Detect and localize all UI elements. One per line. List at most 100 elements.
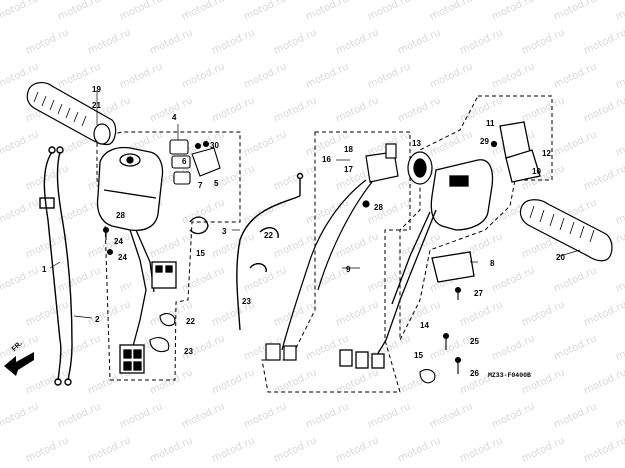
watermark-text: motod.ru	[304, 265, 350, 294]
watermark-text: motod.ru	[614, 333, 625, 362]
screws	[102, 226, 462, 384]
callout-4: 4	[172, 113, 177, 122]
callout-19: 19	[92, 85, 101, 94]
watermark-text: motod.ru	[0, 197, 40, 226]
watermark-text: motod.ru	[304, 61, 350, 90]
watermark-text: motod.ru	[304, 401, 350, 430]
callout-23a: 23	[242, 297, 251, 306]
watermark-text: motod.ru	[520, 95, 566, 124]
watermark-text: motod.ru	[458, 95, 504, 124]
watermark-text: motod.ru	[24, 435, 70, 464]
callout-3: 3	[222, 227, 227, 236]
callout-28b: 28	[116, 211, 125, 220]
watermark-text: motod.ru	[614, 265, 625, 294]
watermark-text: motod.ru	[242, 61, 288, 90]
watermark-text: motod.ru	[180, 61, 226, 90]
watermark-text: motod.ru	[428, 401, 474, 430]
callout-25: 25	[470, 337, 479, 346]
watermark-text: motod.ru	[180, 0, 226, 23]
watermark-text: motod.ru	[552, 401, 598, 430]
watermark-text: motod.ru	[428, 61, 474, 90]
watermark-text: motod.ru	[458, 435, 504, 464]
watermark-text: motod.ru	[210, 367, 256, 396]
watermark-text: motod.ru	[86, 435, 132, 464]
watermark-text: motod.ru	[428, 129, 474, 158]
watermark-text: motod.ru	[24, 163, 70, 192]
watermark-text: motod.ru	[86, 27, 132, 56]
callout-24b: 24	[118, 253, 127, 262]
cable-1	[39, 146, 73, 386]
watermark-text: motod.ru	[242, 197, 288, 226]
watermark-text: motod.ru	[242, 0, 288, 23]
watermark-text: motod.ru	[428, 333, 474, 362]
watermark-text: motod.ru	[56, 0, 102, 23]
watermark-text: motod.ru	[242, 401, 288, 430]
callout-18: 18	[344, 145, 353, 154]
watermark-text: motod.ru	[552, 61, 598, 90]
watermark-text: motod.ru	[366, 265, 412, 294]
watermark-text: motod.ru	[396, 435, 442, 464]
watermark-text: motod.ru	[396, 95, 442, 124]
callout-27: 27	[474, 289, 483, 298]
callout-22b: 22	[186, 317, 195, 326]
watermark-text: motod.ru	[552, 0, 598, 23]
watermark-text: motod.ru	[148, 435, 194, 464]
callout-10: 10	[532, 167, 541, 176]
watermark-text: motod.ru	[148, 367, 194, 396]
watermark-text: motod.ru	[552, 333, 598, 362]
callout-13: 13	[412, 139, 421, 148]
callout-6: 6	[182, 157, 187, 166]
watermark-text: motod.ru	[614, 61, 625, 90]
watermark-text: motod.ru	[396, 27, 442, 56]
callout-labels: 1 2 3 4 5 6 7 8 9 10 11 12 13 14 15 15 1…	[42, 85, 565, 378]
watermark-text: motod.ru	[334, 435, 380, 464]
watermark-text: motod.ru	[582, 367, 625, 396]
callout-28a: 28	[374, 203, 383, 212]
watermark-text: motod.ru	[366, 197, 412, 226]
watermark-text: motod.ru	[334, 95, 380, 124]
watermark-text: motod.ru	[0, 265, 40, 294]
watermark-text: motod.ru	[210, 231, 256, 260]
watermark-text: motod.ru	[396, 367, 442, 396]
callout-9: 9	[346, 265, 351, 274]
watermark-text: motod.ru	[334, 231, 380, 260]
center-harness	[265, 143, 433, 361]
watermark-text: motod.ru	[86, 299, 132, 328]
watermark-text: motod.ru	[272, 163, 318, 192]
watermark-text: motod.ru	[118, 401, 164, 430]
watermark-text: motod.ru	[24, 367, 70, 396]
watermark-text: motod.ru	[242, 265, 288, 294]
watermark-text: motod.ru	[490, 0, 536, 23]
watermark-text: motod.ru	[148, 231, 194, 260]
watermark-text: motod.ru	[180, 401, 226, 430]
callout-20: 20	[556, 253, 565, 262]
callout-15a: 15	[196, 249, 205, 258]
callout-21: 21	[92, 101, 101, 110]
left-grip	[26, 82, 117, 146]
watermark-text: motod.ru	[304, 0, 350, 23]
watermark-text: motod.ru	[428, 0, 474, 23]
watermark-text: motod.ru	[520, 27, 566, 56]
watermark-text: motod.ru	[210, 95, 256, 124]
right-grip	[519, 199, 613, 262]
watermark-text: motod.ru	[614, 129, 625, 158]
watermark-text: motod.ru	[334, 299, 380, 328]
watermark-text: motod.ru	[0, 0, 40, 23]
callout-5: 5	[214, 179, 219, 188]
diagram-code: MZ33-F0400B	[488, 372, 531, 379]
watermark-text: motod.ru	[552, 265, 598, 294]
watermark-text: motod.ru	[614, 0, 625, 23]
watermark-text: motod.ru	[24, 299, 70, 328]
watermark-text: motod.ru	[148, 27, 194, 56]
cable-3	[189, 172, 304, 331]
watermark-text: motod.ru	[272, 95, 318, 124]
watermark-text: motod.ru	[458, 27, 504, 56]
watermark-text: motod.ru	[210, 27, 256, 56]
callout-17: 17	[344, 165, 353, 174]
watermark-text: motod.ru	[582, 163, 625, 192]
callout-8: 8	[490, 259, 495, 268]
callout-11: 11	[486, 119, 495, 128]
leader-lines	[49, 90, 581, 319]
watermark-text: motod.ru	[334, 27, 380, 56]
